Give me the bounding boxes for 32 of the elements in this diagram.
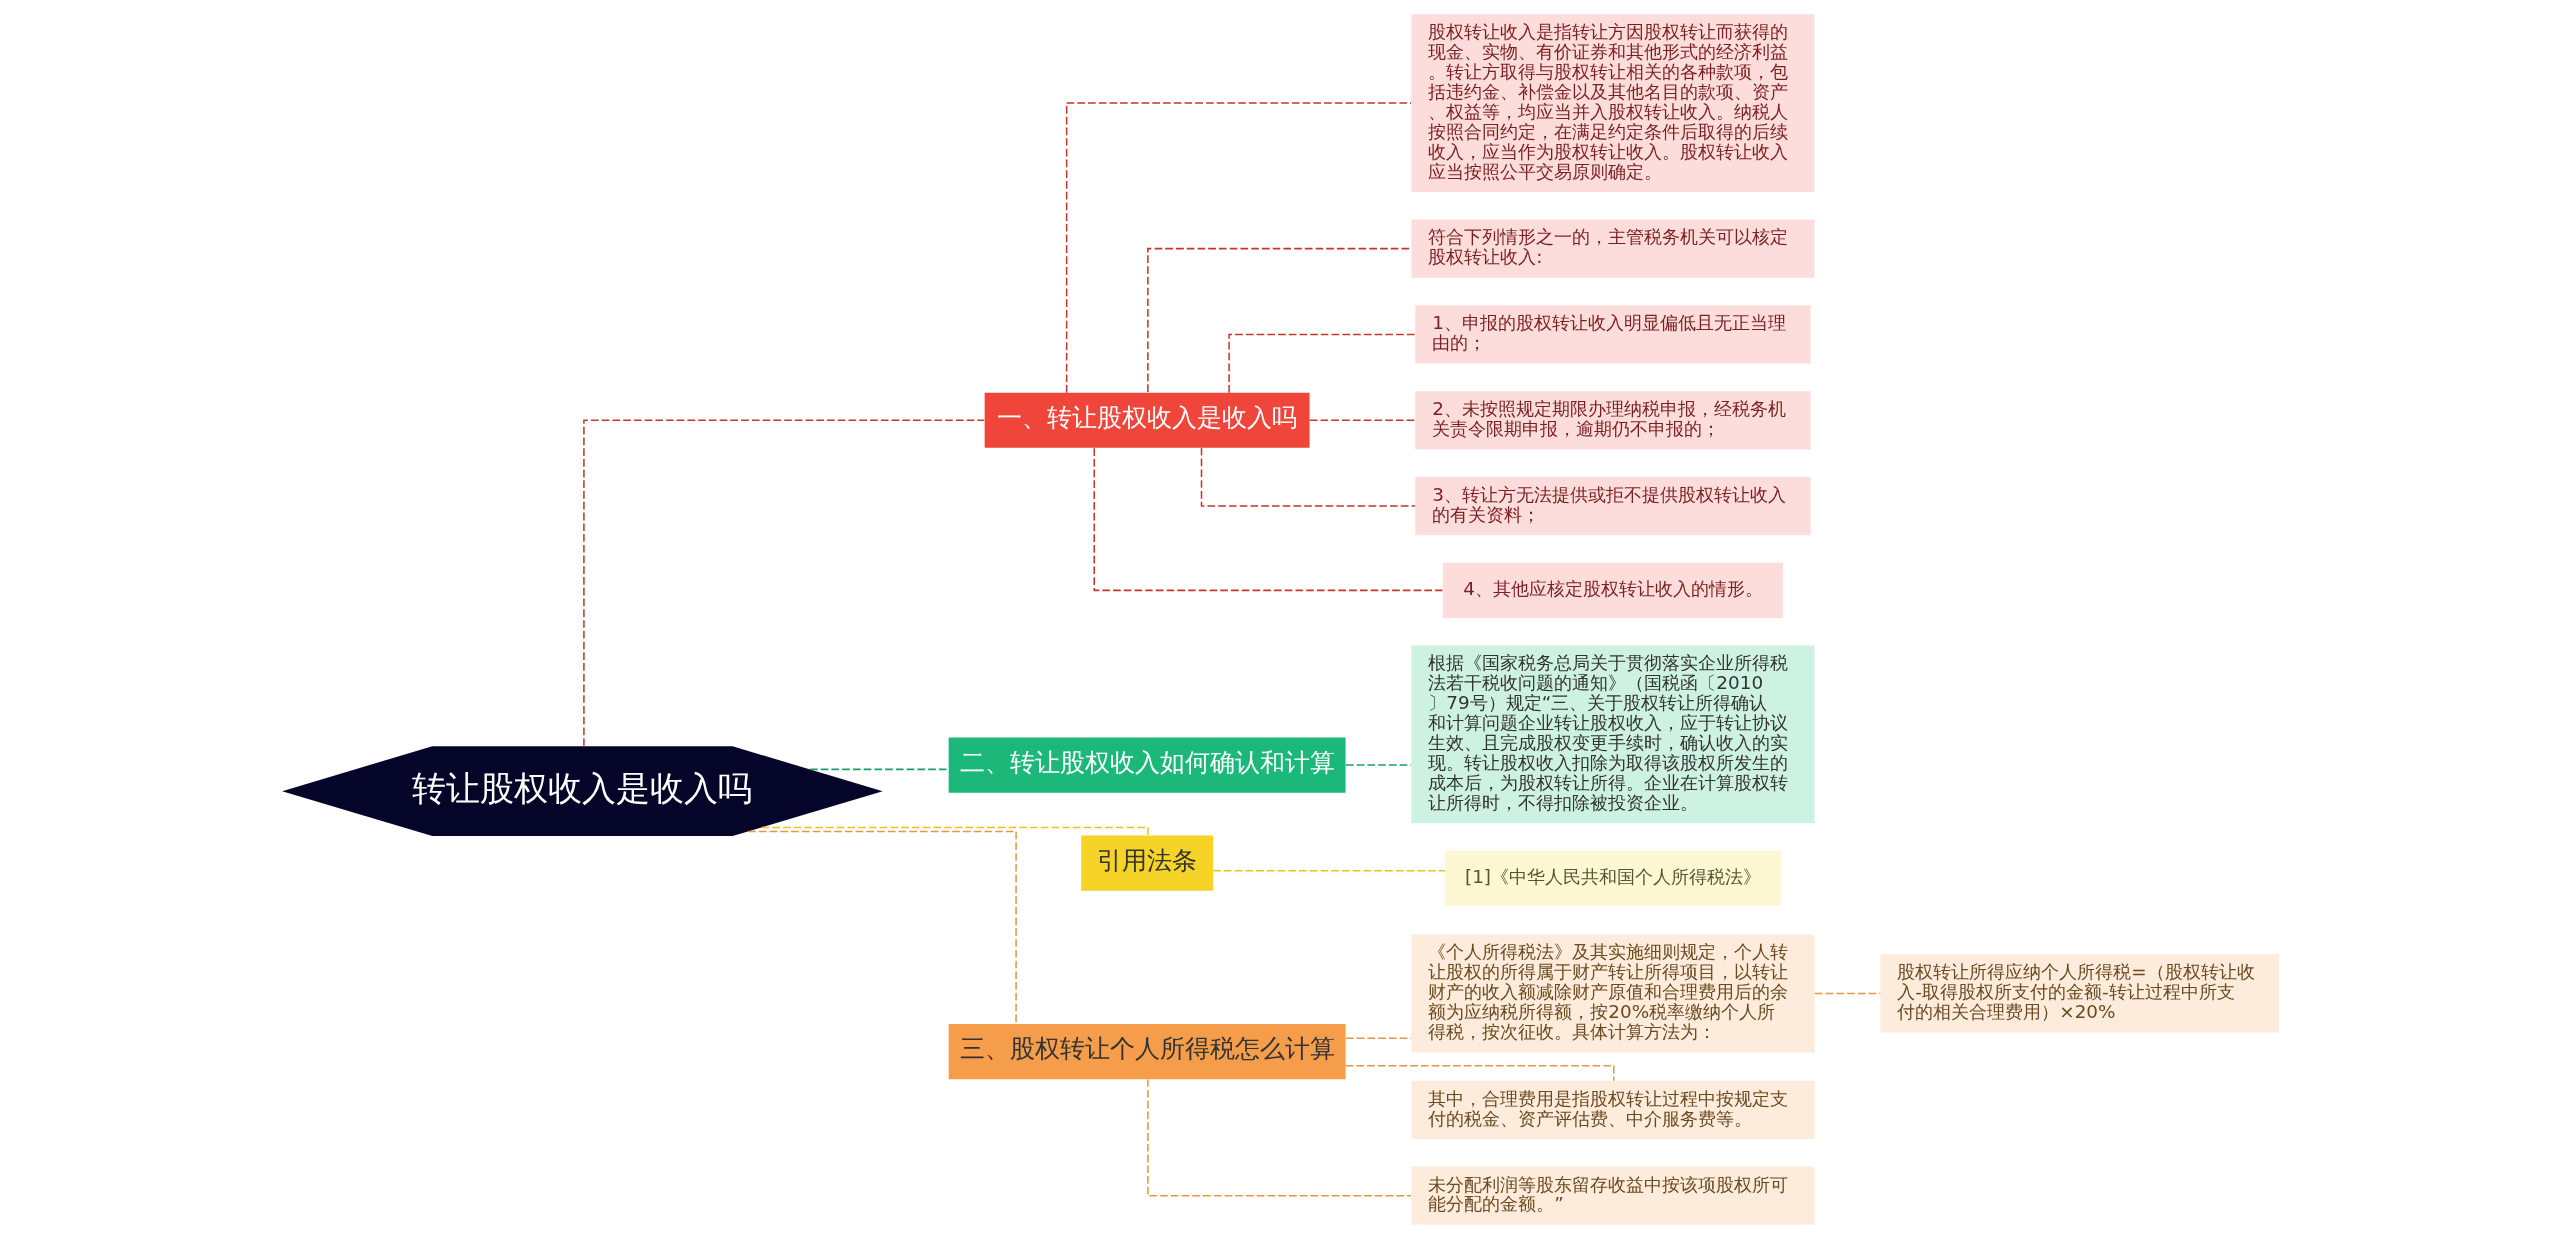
node-box: [1]《中华人民共和国个人所得税法》 [1444, 850, 1781, 907]
connector [808, 768, 949, 771]
node-box: 3、转让方无法提供或拒不提供股权转让收入的有关资料； [1414, 477, 1811, 536]
node-box: 未分配利润等股东留存收益中按该项股权所可能分配的金额。” [1410, 1166, 1814, 1225]
connector [1146, 1078, 1412, 1197]
node-box: 三、股权转让个人所得税怎么计算 [948, 1024, 1346, 1080]
node-box: 引用法条 [1080, 835, 1213, 891]
node-box: 符合下列情形之一的，主管税务机关可以核定股权转让收入: [1410, 219, 1814, 278]
connector [760, 826, 1149, 836]
connector [1092, 447, 1443, 592]
connector [1344, 764, 1412, 766]
node-box: 股权转让所得应纳个人所得税=（股权转让收入-取得股权所支付的金额-转让过程中所支付的相关合理费用）×20% [1879, 954, 2279, 1033]
connector [1813, 992, 1881, 995]
node-box: 二、转让股权收入如何确认和计算 [948, 737, 1346, 793]
connector [1146, 247, 1412, 393]
node-box: 2、未按照规定期限办理纳税申报，经税务机关责令限期申报，逾期仍不申报的； [1414, 391, 1811, 450]
connector [582, 419, 985, 747]
node-box: 其中，合理费用是指股权转让过程中按规定支付的税金、资产评估费、中介服务费等。 [1410, 1080, 1814, 1139]
node-box: 根据《国家税务总局关于贯彻落实企业所得税法若干税收问题的通知》（国税函〔2010〕79号）规定“三、关于股权转让所得确认和计算问题企业转让股权收入，应于转让协议生效、且完成股权变更手续时，确认收入的实现。转让股权收入扣除为取得该股权所发生的成本后，为股权转让所得。企业在计算股权转让所得时，不得扣除被投资企业。 [1410, 645, 1814, 824]
connector [1344, 1065, 1615, 1082]
node-box: 股权转让收入是指转让方因股权转让而获得的现金、实物、有价证券和其他形式的经济利益。转让方取得与股权转让相关的各种款项，包括违约金、补偿金以及其他名目的款项、资产、权益等，均应当并入股权转让收入。纳税人按照合同约定，在满足约定条件后取得的后续收入，应当作为股权转让收入。股权转让收入应当按照公平交易原则确定。 [1410, 14, 1814, 192]
connector [1200, 447, 1416, 507]
connector [1308, 419, 1416, 422]
connector [746, 830, 1017, 1025]
node-box: 4、其他应核定股权转让收入的情形。 [1442, 562, 1783, 618]
connector [1344, 1037, 1412, 1040]
connector [1065, 102, 1412, 394]
node-box: 一、转让股权收入是收入吗 [984, 392, 1310, 448]
node-box: 《个人所得税法》及其实施细则规定，个人转让股权的所得属于财产转让所得项目，以转让财产的收入额减除财产原值和合理费用后的余额为应纳税所得额，按20%税率缴纳个人所得税，按次征收。具体计算方法为： [1410, 934, 1814, 1053]
connector [1227, 333, 1416, 394]
node-box: 1、申报的股权转让收入明显偏低且无正当理由的； [1414, 305, 1811, 364]
connector [1212, 870, 1446, 872]
